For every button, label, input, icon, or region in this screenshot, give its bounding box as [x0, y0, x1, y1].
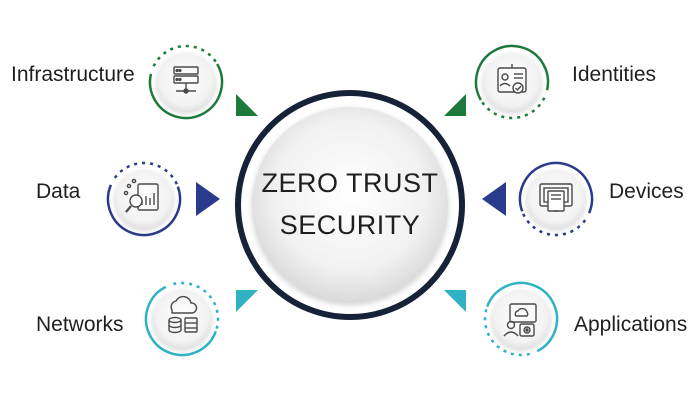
label-networks: Networks	[36, 313, 124, 336]
arrow-networks	[236, 290, 258, 312]
center-title-line2: SECURITY	[279, 210, 421, 240]
label-identities: Identities	[572, 63, 657, 86]
arrow-infrastructure	[236, 94, 258, 116]
label-devices: Devices	[609, 180, 684, 203]
label-data: Data	[36, 180, 81, 203]
center-title-line1: ZERO TRUST	[261, 168, 439, 198]
id-badge-icon	[497, 64, 527, 94]
monitor-device-icon	[539, 183, 573, 212]
label-infrastructure: Infrastructure	[11, 63, 135, 86]
cloud-app-settings-icon	[503, 303, 537, 337]
arrow-data	[196, 182, 220, 216]
arrow-applications	[444, 290, 466, 312]
center-hub	[235, 90, 465, 320]
label-applications: Applications	[574, 313, 688, 336]
cloud-database-icon	[168, 295, 198, 334]
infrastructure-node	[148, 44, 224, 120]
networks-node	[144, 281, 220, 357]
arrow-devices	[482, 182, 506, 216]
devices-node	[518, 161, 594, 237]
identities-node	[474, 44, 550, 120]
data-analytics-icon	[123, 178, 159, 213]
applications-node	[483, 281, 559, 357]
server-rack-icon	[173, 66, 199, 94]
arrow-identities	[444, 94, 466, 116]
data-node	[106, 161, 182, 237]
